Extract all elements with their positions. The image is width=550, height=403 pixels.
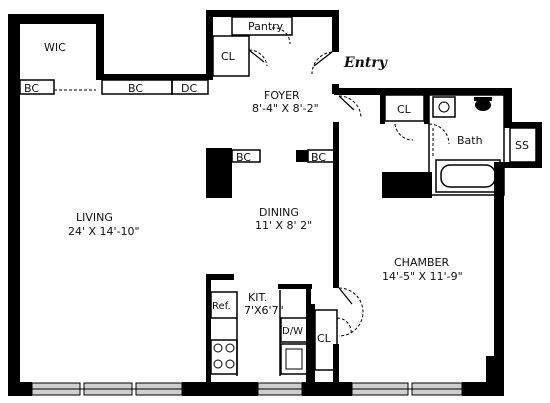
label-kitchen-dims: 7'X6'7" (244, 304, 284, 317)
ref-box (210, 291, 238, 319)
label-cl-chamber: CL (317, 332, 332, 345)
bc-box-left (19, 79, 55, 95)
kitchen-sink (280, 343, 308, 375)
wall-bath-top (334, 88, 510, 95)
wall-ss-bottom (504, 162, 542, 168)
label-bc-1: BC (24, 82, 39, 95)
label-bc-2: BC (128, 82, 143, 95)
wall-kitchen-right-top (278, 284, 312, 289)
label-entry: Entry (343, 55, 388, 71)
ss-box (509, 127, 537, 163)
bc-box-dining-left (231, 149, 261, 163)
label-cl-foyer: CL (221, 50, 236, 63)
label-dc: DC (181, 82, 197, 95)
label-bc-4: BC (311, 151, 326, 164)
label-dining-dims: 11' X 8' 2" (255, 219, 312, 232)
wall-left (8, 14, 20, 396)
sink (432, 96, 456, 118)
wall-foyer-right-upper (332, 10, 339, 52)
wall-kitchen-right (306, 288, 311, 396)
wall-bath-left (380, 92, 385, 124)
cl-bath-box (384, 94, 425, 122)
bath-room (428, 94, 505, 196)
label-dw: D/W (282, 326, 303, 337)
bathtub (435, 159, 501, 193)
wall-bath-cl (424, 92, 429, 124)
toilet (474, 97, 492, 111)
label-pantry: Pantry (248, 20, 284, 33)
label-living-name: LIVING (76, 211, 113, 224)
wall-bottom-2 (182, 382, 258, 396)
label-wic: WIC (44, 41, 66, 54)
column-dining (206, 148, 232, 198)
label-chamber-name: CHAMBER (394, 256, 449, 269)
label-kitchen-name: KIT. (248, 291, 267, 304)
wall-wic-right (96, 14, 104, 80)
label-bc-3: BC (236, 151, 251, 164)
wall-interior-chamber (333, 122, 339, 288)
label-foyer-name: FOYER (264, 89, 300, 102)
walls (8, 10, 542, 396)
wall-bottom-4 (462, 382, 504, 396)
cl-kitchen-box (314, 309, 338, 371)
dw-box (280, 317, 308, 343)
column-bc-right (296, 150, 308, 162)
wall-cl-left (206, 12, 213, 80)
label-ss: SS (515, 139, 529, 152)
wall-top-bc (96, 74, 212, 80)
wall-kcl-left (310, 304, 315, 396)
label-living-dims: 24' X 14'-10" (68, 225, 140, 238)
dc-box (171, 79, 209, 95)
wall-bath-right (504, 88, 512, 128)
labels: WIC Pantry CL Entry FOYER 8'-4" X 8'-2" … (24, 20, 529, 345)
label-foyer-dims: 8'-4" X 8'-2" (252, 102, 319, 115)
label-cl-bath: CL (397, 103, 412, 116)
wall-kitchen-top (206, 274, 234, 280)
wall-bottom-3 (302, 382, 352, 396)
wall-pantry-top (206, 10, 338, 17)
label-chamber-dims: 14'-5" X 11'-9" (382, 270, 463, 283)
wall-wic-top (8, 14, 102, 24)
label-dining-name: DINING (259, 206, 299, 219)
label-ref: Ref. (212, 301, 231, 312)
wall-bottom-1 (8, 382, 32, 396)
cl-foyer-box (212, 35, 250, 77)
wall-kitchen-left (206, 276, 211, 396)
wall-ss-top (504, 122, 542, 128)
wall-right (494, 162, 504, 396)
wall-ss-right (536, 122, 542, 168)
label-bath: Bath (457, 134, 483, 147)
column-chamber (382, 172, 432, 198)
bc-box-dining-right (307, 149, 335, 163)
